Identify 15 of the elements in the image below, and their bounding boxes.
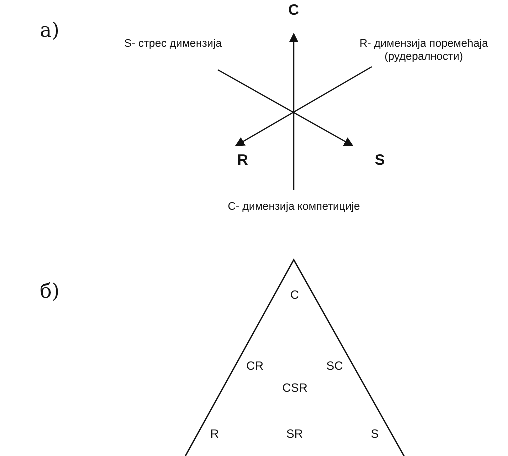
strategy-label: CR [246, 360, 264, 373]
strategy-label: R [210, 428, 220, 441]
strategy-label: CSR [282, 382, 308, 395]
dimension-label: C- димензија компетиције [228, 201, 360, 214]
strategy-label: C [290, 289, 300, 302]
axis-label: R [238, 154, 248, 167]
panel-label: а) [40, 18, 60, 42]
strategy-label: SC [326, 360, 344, 373]
strategy-label: SR [286, 428, 304, 441]
axis-label: C [288, 4, 300, 17]
axis-label: S [375, 154, 386, 167]
strategy-label: S [371, 428, 380, 441]
panel-label: б) [40, 279, 60, 303]
dimension-label: R- димензија поремећаја (рудералности) [358, 38, 490, 64]
dimension-label: S- стрес димензија [124, 38, 222, 51]
